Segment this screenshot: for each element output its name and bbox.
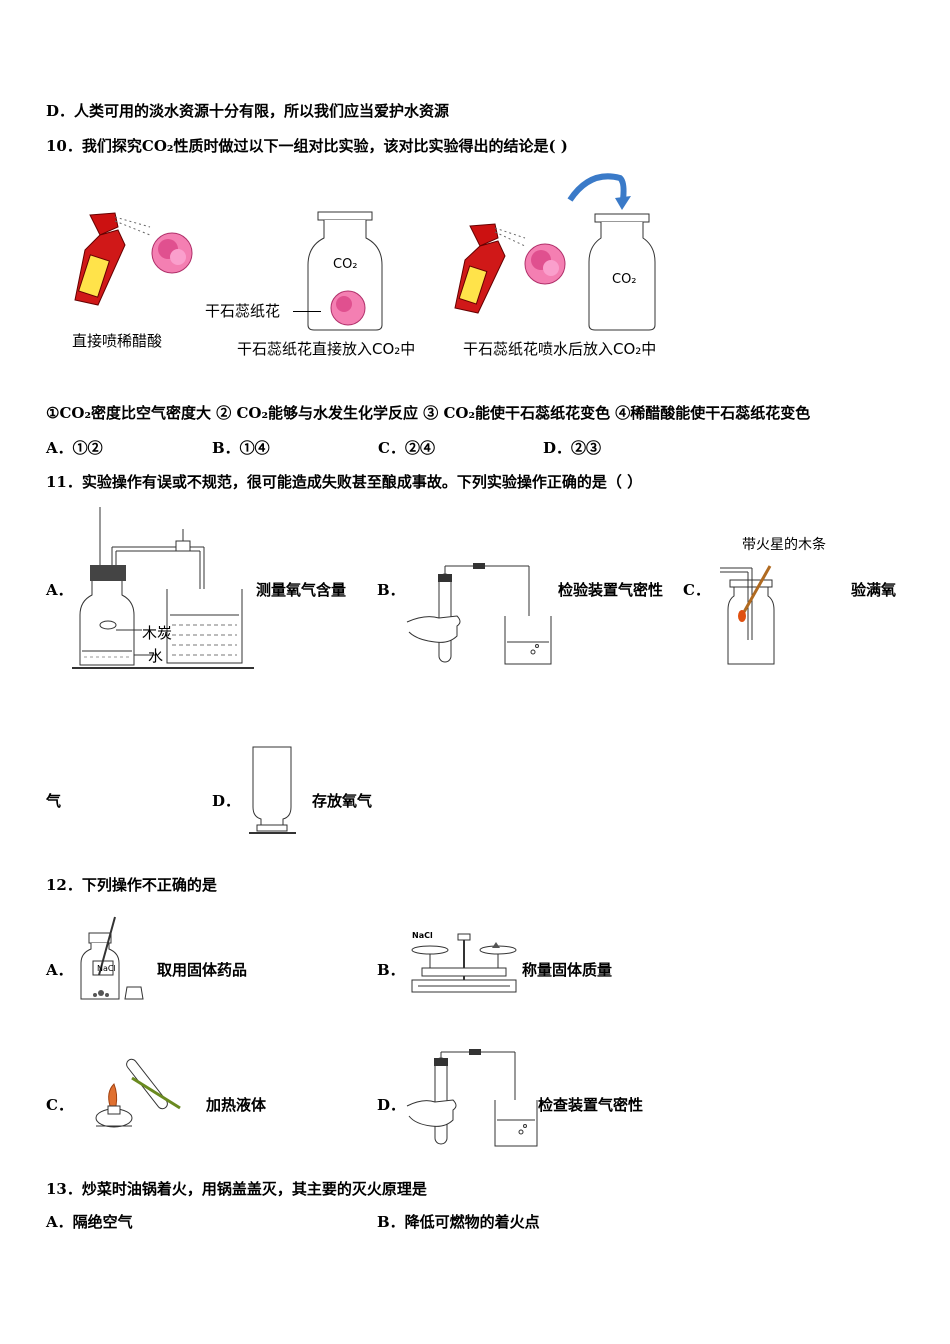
q11-c-text-1: 验满氧 xyxy=(851,581,897,599)
q12-stem: 12．下列操作不正确的是 xyxy=(46,876,217,894)
balance-scale xyxy=(411,933,517,993)
airtightness-check-apparatus xyxy=(406,563,552,665)
co2-jar-with-arrow xyxy=(567,173,656,331)
q13-stem: 13．炒菜时油锅着火，用锅盖盖灭，其主要的灭火原理是 xyxy=(46,1180,427,1198)
q11-a-text: 测量氧气含量 xyxy=(256,581,347,599)
q10-option-b[interactable]: B．①④ xyxy=(212,439,270,457)
q10-flower-label: 干石蕊纸花 xyxy=(205,302,281,320)
label-charcoal: 木炭 xyxy=(142,624,173,642)
q10-option-c[interactable]: C．②④ xyxy=(378,439,435,457)
q12-c-text: 加热液体 xyxy=(206,1096,267,1114)
spray-bottle-figure-1 xyxy=(74,212,193,306)
q10-statements: ①CO₂密度比空气密度大 ② CO₂能够与水发生化学反应 ③ CO₂能使干石蕊纸… xyxy=(46,404,811,422)
q12-a-text: 取用固体药品 xyxy=(157,961,248,979)
bottle-nacl-label: NaCl xyxy=(97,964,116,973)
label-water: 水 xyxy=(148,647,164,665)
q12-a-letter[interactable]: A． xyxy=(46,961,73,979)
q13-option-b[interactable]: B．降低可燃物的着火点 xyxy=(377,1213,540,1231)
q11-b-letter[interactable]: B． xyxy=(377,581,405,599)
inverted-gas-jar xyxy=(249,746,296,834)
co2-jar-with-flower xyxy=(307,211,383,331)
q12-b-text: 称量固体质量 xyxy=(522,961,613,979)
solid-reagent-bottle xyxy=(80,916,144,1000)
q12-d-text: 检查装置气密性 xyxy=(538,1096,644,1114)
flower-pointer-line xyxy=(293,311,321,312)
q11-a-letter[interactable]: A． xyxy=(46,581,73,599)
q10-stem: 10．我们探究CO₂性质时做过以下一组对比实验，该对比实验得出的结论是( ) xyxy=(46,137,568,155)
q12-c-letter[interactable]: C． xyxy=(46,1096,73,1114)
q9-option-d: D．人类可用的淡水资源十分有限，所以我们应当爱护水资源 xyxy=(46,102,450,120)
q11-d-text: 存放氧气 xyxy=(312,792,373,810)
q10-option-a[interactable]: A．①② xyxy=(46,439,103,457)
balance-nacl-label: NaCl xyxy=(412,931,433,940)
q11-c-letter[interactable]: C． xyxy=(683,581,710,599)
oxygen-measurement-apparatus xyxy=(72,507,254,669)
heating-liquid-figure xyxy=(95,1058,181,1128)
q12-b-letter[interactable]: B． xyxy=(377,961,405,979)
q10-caption-2: 干石蕊纸花直接放入CO₂中 xyxy=(237,340,416,358)
q13-option-a[interactable]: A．隔绝空气 xyxy=(46,1213,133,1231)
q11-d-letter[interactable]: D． xyxy=(212,792,241,810)
spray-bottle-figure-2 xyxy=(454,223,566,314)
q10-caption-1: 直接喷稀醋酸 xyxy=(72,332,163,350)
q12-d-letter[interactable]: D． xyxy=(377,1096,406,1114)
q11-stem: 11．实验操作有误或不规范，很可能造成失败甚至酿成事故。下列实验操作正确的是（ … xyxy=(46,473,643,491)
co2-jar-label-2: CO₂ xyxy=(612,272,637,287)
q11-c-text-2: 气 xyxy=(46,792,62,810)
label-glowing-splint: 带火星的木条 xyxy=(742,537,826,553)
oxygen-full-check-apparatus xyxy=(720,565,775,665)
q10-option-d[interactable]: D．②③ xyxy=(543,439,602,457)
q10-caption-3: 干石蕊纸花喷水后放入CO₂中 xyxy=(463,340,657,358)
co2-jar-label-1: CO₂ xyxy=(333,257,358,272)
airtightness-check-figure xyxy=(406,1049,538,1147)
q11-b-text: 检验装置气密性 xyxy=(558,581,664,599)
